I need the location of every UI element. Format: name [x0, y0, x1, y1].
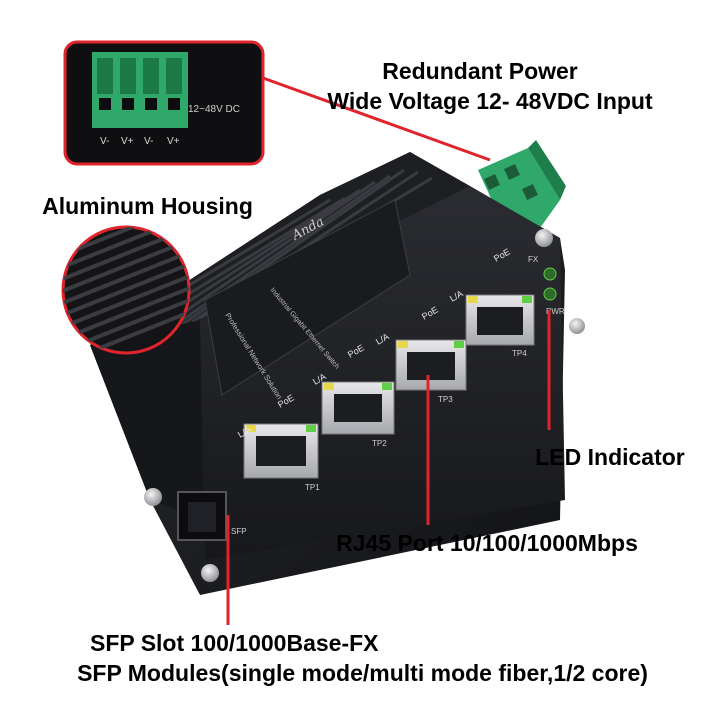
terminal-label: V- — [100, 136, 109, 147]
screw — [144, 488, 162, 506]
housing-inset — [61, 225, 191, 355]
voltage-label: 12~48V DC — [188, 104, 240, 115]
led-fx-label: FX — [528, 255, 539, 264]
rj45-port-tp1: L/A PoE TP1 — [236, 393, 320, 492]
led-yellow — [398, 341, 408, 348]
terminal-label: V+ — [121, 136, 134, 147]
port-name: TP4 — [512, 349, 527, 358]
device-label-panel: Anda Industrial Gigabit Ethernet Switch … — [204, 199, 411, 401]
rj45-port-tp4: L/A PoE TP4 — [448, 247, 535, 358]
led-green — [522, 296, 532, 303]
led-pwr — [543, 287, 557, 301]
sfp-label: SFP — [231, 527, 247, 536]
screw — [201, 564, 219, 582]
port-name: TP3 — [438, 395, 453, 404]
led-green — [454, 341, 464, 348]
led-fx — [543, 267, 557, 281]
port-name: TP1 — [305, 483, 320, 492]
led-callout: LED Indicator — [535, 444, 685, 470]
housing-callout: Aluminum Housing — [42, 193, 253, 219]
screw — [569, 318, 585, 334]
led-green — [306, 425, 316, 432]
led-pwr-label: PWR — [546, 307, 565, 316]
power-callout-line2: Wide Voltage 12- 48VDC Input — [327, 88, 653, 114]
led-green — [382, 383, 392, 390]
sfp-callout-line1: SFP Slot 100/1000Base-FX — [90, 630, 379, 656]
led-yellow — [468, 296, 478, 303]
status-leds: FX PWR — [528, 255, 565, 316]
terminal-label: V+ — [167, 136, 180, 147]
sfp-slot: SFP — [177, 491, 247, 541]
power-callout-line — [262, 76, 491, 162]
terminal-inset: 12~48V DC V- V+ V- V+ — [63, 40, 265, 166]
led-yellow — [324, 383, 334, 390]
rj45-callout: RJ45 Port 10/100/1000Mbps — [336, 530, 638, 556]
power-callout-line1: Redundant Power — [382, 58, 578, 84]
port-name: TP2 — [372, 439, 387, 448]
sfp-callout-line2: SFP Modules(single mode/multi mode fiber… — [77, 660, 648, 686]
callout-lines — [226, 76, 551, 625]
screw — [535, 229, 553, 247]
rj45-port-tp3: L/A PoE TP3 — [374, 305, 467, 404]
led-yellow — [246, 425, 256, 432]
terminal-label: V- — [144, 136, 153, 147]
